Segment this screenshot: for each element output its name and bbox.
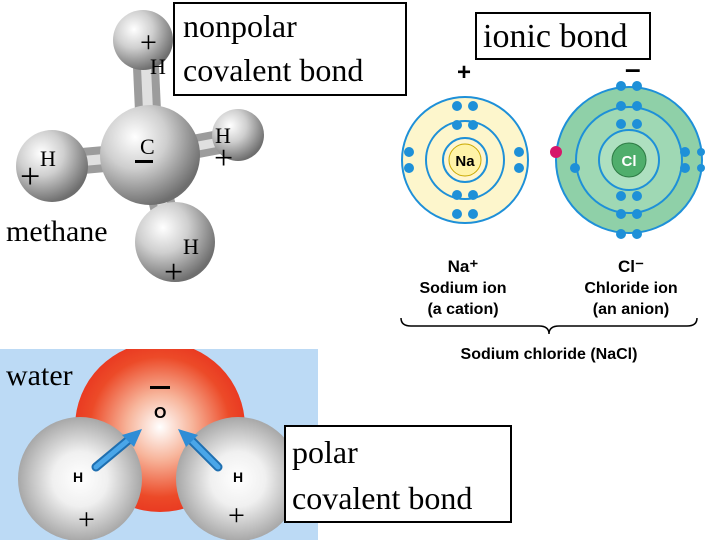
chloride-ion-name: Chloride ion xyxy=(584,280,677,297)
chloride-symbol: Cl xyxy=(622,153,637,170)
chloride-electrons xyxy=(570,81,705,239)
methane-h-right-label: H xyxy=(215,123,231,148)
water-molecule xyxy=(18,349,300,540)
carbon-atom xyxy=(100,105,200,205)
oxygen-label: O xyxy=(154,405,167,422)
methane-h-right-plus: + xyxy=(214,140,234,177)
chloride-minus-sign: – xyxy=(625,60,641,84)
methane-h-left-plus: + xyxy=(20,156,41,196)
sodium-ion-name: Sodium ion xyxy=(419,280,506,297)
sodium-plus-sign: + xyxy=(457,60,471,86)
methane-h-top-label: H xyxy=(150,54,166,79)
sodium-chloride-label: Sodium chloride (NaCl) xyxy=(461,346,638,363)
methane-model xyxy=(16,10,264,282)
hydrogen-right-atom xyxy=(212,109,264,161)
methane-h-bottom-label: H xyxy=(183,234,199,259)
ionic-bond-title-box: ionic bond xyxy=(475,12,651,60)
sodium-ion-kind: (a cation) xyxy=(427,301,498,318)
water-panel: water O H H + + xyxy=(0,349,318,540)
polar-covalent-box: polar covalent bond xyxy=(284,425,512,523)
sodium-symbol: Na xyxy=(455,153,475,170)
methane-c-label: C xyxy=(140,134,155,159)
methane-c-minus xyxy=(135,160,153,163)
chloride-ion-formula: Cl⁻ xyxy=(618,257,644,276)
water-label: water xyxy=(6,359,73,392)
hydrogen-left-atom xyxy=(16,130,88,202)
water-hydrogen-left xyxy=(18,417,142,540)
methane-h-top-plus: + xyxy=(140,26,157,59)
sodium-electrons xyxy=(404,101,524,219)
hydrogen-bottom-atom xyxy=(135,202,215,282)
sodium-nucleus xyxy=(448,143,482,177)
methane-h-left-label: H xyxy=(40,146,56,171)
methane-h-bottom-plus: + xyxy=(164,254,184,291)
nonpolar-label: nonpolar xyxy=(183,8,297,44)
chloride-ion-kind: (an anion) xyxy=(593,301,669,318)
methane-label: methane xyxy=(6,215,108,248)
water-h-right-plus: + xyxy=(228,499,245,532)
compound-brace xyxy=(400,317,698,335)
sodium-ion-formula: Na⁺ xyxy=(448,257,479,276)
covalent-bond-label: covalent bond xyxy=(183,52,364,88)
sodium-chloride-diagram: + – Na Cl Na⁺ Sodium ion (a cation) Cl⁻ … xyxy=(400,60,705,363)
nonpolar-covalent-box: nonpolar covalent bond xyxy=(173,2,407,96)
polar-covalent-bond-label: covalent bond xyxy=(292,480,473,516)
hydrogen-top-atom xyxy=(113,10,173,70)
polar-label: polar xyxy=(292,434,358,470)
water-h-right-label: H xyxy=(233,469,244,485)
oxygen-minus xyxy=(150,386,170,389)
polarity-arrows xyxy=(91,429,223,472)
water-h-left-label: H xyxy=(73,469,84,485)
water-h-left-plus: + xyxy=(78,503,95,536)
chloride-nucleus xyxy=(611,142,647,178)
water-hydrogen-right xyxy=(176,417,300,540)
transferred-electron xyxy=(550,146,562,158)
ionic-bond-title: ionic bond xyxy=(483,18,628,55)
